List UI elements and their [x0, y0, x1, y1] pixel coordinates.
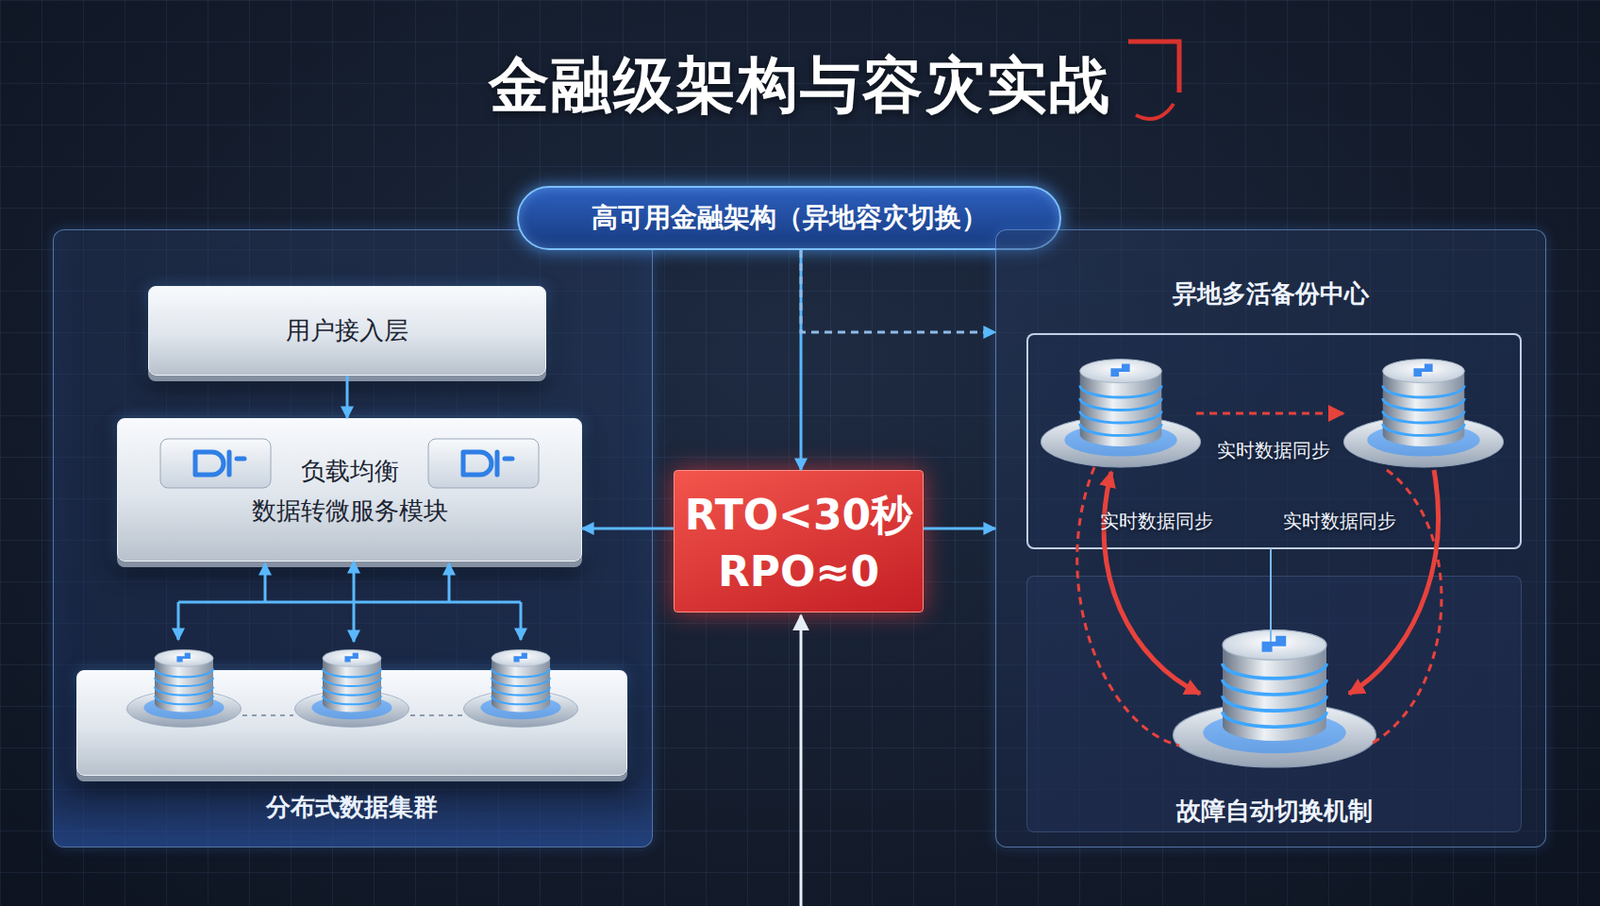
node-label: 数据转微服务模块 — [125, 496, 574, 526]
bus-drop — [177, 601, 181, 640]
db-icon — [294, 649, 409, 727]
db-icon — [463, 649, 578, 727]
icon-chip — [427, 437, 540, 489]
icon-chip — [159, 437, 272, 489]
diagram-title: 金融级架构与容灾实战 — [0, 49, 1600, 121]
sync-box — [1026, 333, 1522, 550]
db-icon — [126, 649, 241, 727]
node-label: RTO<30秒 — [682, 489, 916, 540]
node-label: 故障自动切换机制 — [1140, 796, 1409, 826]
node-label: 分布式数据集群 — [83, 792, 620, 822]
connector-arrow — [923, 527, 996, 531]
failover-node: 故障自动切换机制 — [1133, 618, 1417, 836]
title-bracket — [1128, 41, 1180, 93]
bus-riser — [448, 563, 451, 602]
connector-arrow — [582, 527, 674, 531]
node-label: 高可用金融架构（异地容灾切换） — [526, 201, 1052, 234]
chip-glyph — [463, 451, 513, 475]
connector-arrow — [346, 375, 350, 418]
chip-glyph — [195, 451, 245, 475]
header-pill: 高可用金融架构（异地容灾切换） — [516, 185, 1062, 250]
input-arrow — [800, 615, 803, 906]
db-failover — [1170, 618, 1379, 770]
bus-line — [178, 600, 521, 604]
connector-arrow — [352, 561, 356, 642]
node-label: 异地多活备份中心 — [1003, 279, 1538, 309]
layer-box: 用户接入层 — [148, 285, 547, 376]
bus-riser — [264, 563, 267, 602]
node-label: 负载均衡 — [125, 456, 574, 486]
db-icon — [1172, 630, 1376, 767]
metric-box: RTO<30秒 RPO≈0 — [673, 469, 924, 613]
db-cluster — [76, 641, 628, 760]
bus-drop — [519, 601, 523, 640]
chip-body — [428, 438, 539, 488]
cluster-group: 分布式数据集群 — [76, 641, 628, 831]
connector-arrow — [800, 250, 996, 333]
backup-panel: 异地多活备份中心故障自动切换机制 — [995, 229, 1547, 848]
node-label: RPO≈0 — [682, 546, 916, 597]
chip-body — [160, 438, 271, 488]
service-box: 负载均衡数据转微服务模块 — [116, 417, 583, 562]
title-bracket — [1135, 103, 1174, 119]
connector-arrow — [800, 250, 803, 470]
node-label: 用户接入层 — [156, 316, 538, 346]
